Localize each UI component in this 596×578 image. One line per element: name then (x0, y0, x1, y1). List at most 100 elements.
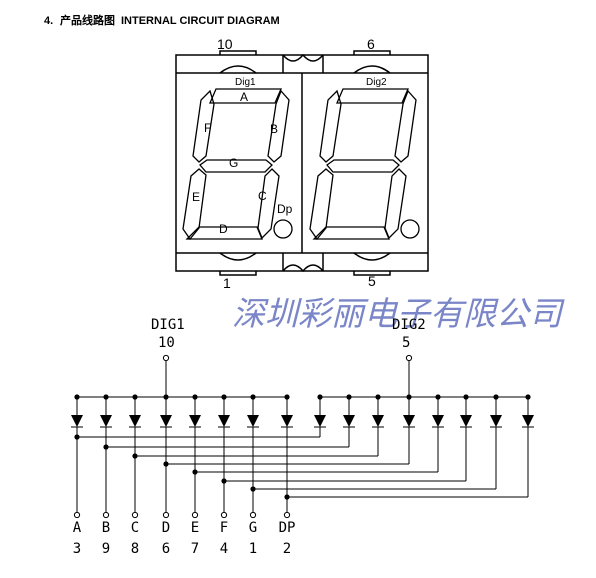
segment-name-f: F (220, 520, 228, 536)
bottom-pin-1: 1 (223, 275, 231, 291)
segment-pin-number: 1 (249, 541, 257, 557)
segment-label-c: C (258, 189, 267, 203)
segment-pin-number: 7 (191, 541, 199, 557)
segment-pin (73, 511, 81, 519)
junction-dot (346, 394, 352, 400)
junction-dot (284, 394, 290, 400)
segment-f (192, 89, 215, 163)
segment-name-d: D (162, 520, 170, 536)
segment-pin-number: 8 (131, 541, 139, 557)
segment-e (182, 168, 207, 241)
led-diode (129, 415, 141, 427)
led-diode (460, 415, 472, 427)
junction-dot (192, 394, 198, 400)
english-title: INTERNAL CIRCUIT DIAGRAM (121, 15, 280, 27)
led-diode (247, 415, 259, 427)
led-diode (71, 415, 83, 427)
junction-dot (250, 486, 256, 492)
junction-dot (493, 394, 499, 400)
led-diode (372, 415, 384, 427)
dig1-label: DIG1 (151, 317, 185, 333)
segment-name-b: B (102, 520, 110, 536)
segment-pin (131, 511, 139, 519)
junction-dot (317, 394, 323, 400)
dig1-pin: 10 (158, 335, 175, 351)
segment-name-e: E (191, 520, 199, 536)
segment-name-g: G (249, 520, 257, 536)
bottom-pin-5: 5 (368, 273, 376, 289)
led-diode (403, 415, 415, 427)
led-diode (432, 415, 444, 427)
decimal-point-2 (400, 219, 420, 239)
section-number: 4. (44, 15, 53, 27)
junction-dot (163, 394, 169, 400)
watermark-text: 深圳彩丽电子有限公司 (232, 294, 565, 333)
segment-label-f: F (204, 121, 211, 135)
junction-dot (406, 394, 412, 400)
segment-pin (220, 511, 228, 519)
junction-dot (74, 394, 80, 400)
led-diode (343, 415, 355, 427)
junction-dot (375, 394, 381, 400)
dig2-pin: 5 (402, 335, 410, 351)
segment-pin (162, 511, 170, 519)
junction-dot (463, 394, 469, 400)
segment-label-g: G (229, 156, 238, 170)
junction-dot (74, 434, 80, 440)
led-diode (490, 415, 502, 427)
segment-label-dp: Dp (277, 202, 293, 216)
segment-pin-number: 4 (220, 541, 228, 557)
pin-dig1 (162, 354, 170, 362)
segment-pin-number: 9 (102, 541, 110, 557)
junction-dot (163, 461, 169, 467)
segment-label-e: E (192, 190, 200, 204)
package-body (175, 54, 429, 272)
segment-pin (191, 511, 199, 519)
led-diode (522, 415, 534, 427)
led-diode (314, 415, 326, 427)
dig2-label: DIG2 (392, 317, 426, 333)
chinese-title: 产品线路图 (60, 13, 115, 27)
pin-dig2 (405, 354, 413, 362)
junction-dot (192, 469, 198, 475)
segment-pin-number: 2 (283, 541, 291, 557)
segment-b (267, 89, 290, 163)
junction-dot (525, 394, 531, 400)
top-pin-6: 6 (367, 36, 375, 52)
display-package (175, 50, 429, 276)
segment-name-c: C (131, 520, 139, 536)
led-diode (218, 415, 230, 427)
segment-label-b: B (270, 122, 278, 136)
led-diode (160, 415, 172, 427)
led-diode (100, 415, 112, 427)
led-diode (281, 415, 293, 427)
segment-pin (249, 511, 257, 519)
segment-label-a: A (240, 90, 248, 104)
junction-dot (284, 494, 290, 500)
junction-dot (103, 444, 109, 450)
digit-2-segments (309, 88, 420, 241)
junction-dot (103, 394, 109, 400)
segment-name-dp: DP (279, 520, 296, 536)
junction-dot (250, 394, 256, 400)
segment-pin-number: 6 (162, 541, 170, 557)
top-pin-10: 10 (217, 36, 233, 52)
junction-dot (132, 453, 138, 459)
segment-pin (102, 511, 110, 519)
segment-name-a: A (73, 520, 82, 536)
segment-pin (283, 511, 291, 519)
segment-c (257, 168, 280, 240)
segment-label-d: D (219, 222, 228, 236)
junction-dot (435, 394, 441, 400)
digit-label-1: Dig1 (235, 77, 256, 88)
digit-label-2: Dig2 (366, 77, 387, 88)
junction-dot (221, 394, 227, 400)
segment-d (185, 226, 263, 240)
segment-g (199, 159, 273, 173)
junction-dot (221, 478, 227, 484)
junction-dot (132, 394, 138, 400)
digit-1-segments (182, 88, 293, 241)
led-diode (189, 415, 201, 427)
